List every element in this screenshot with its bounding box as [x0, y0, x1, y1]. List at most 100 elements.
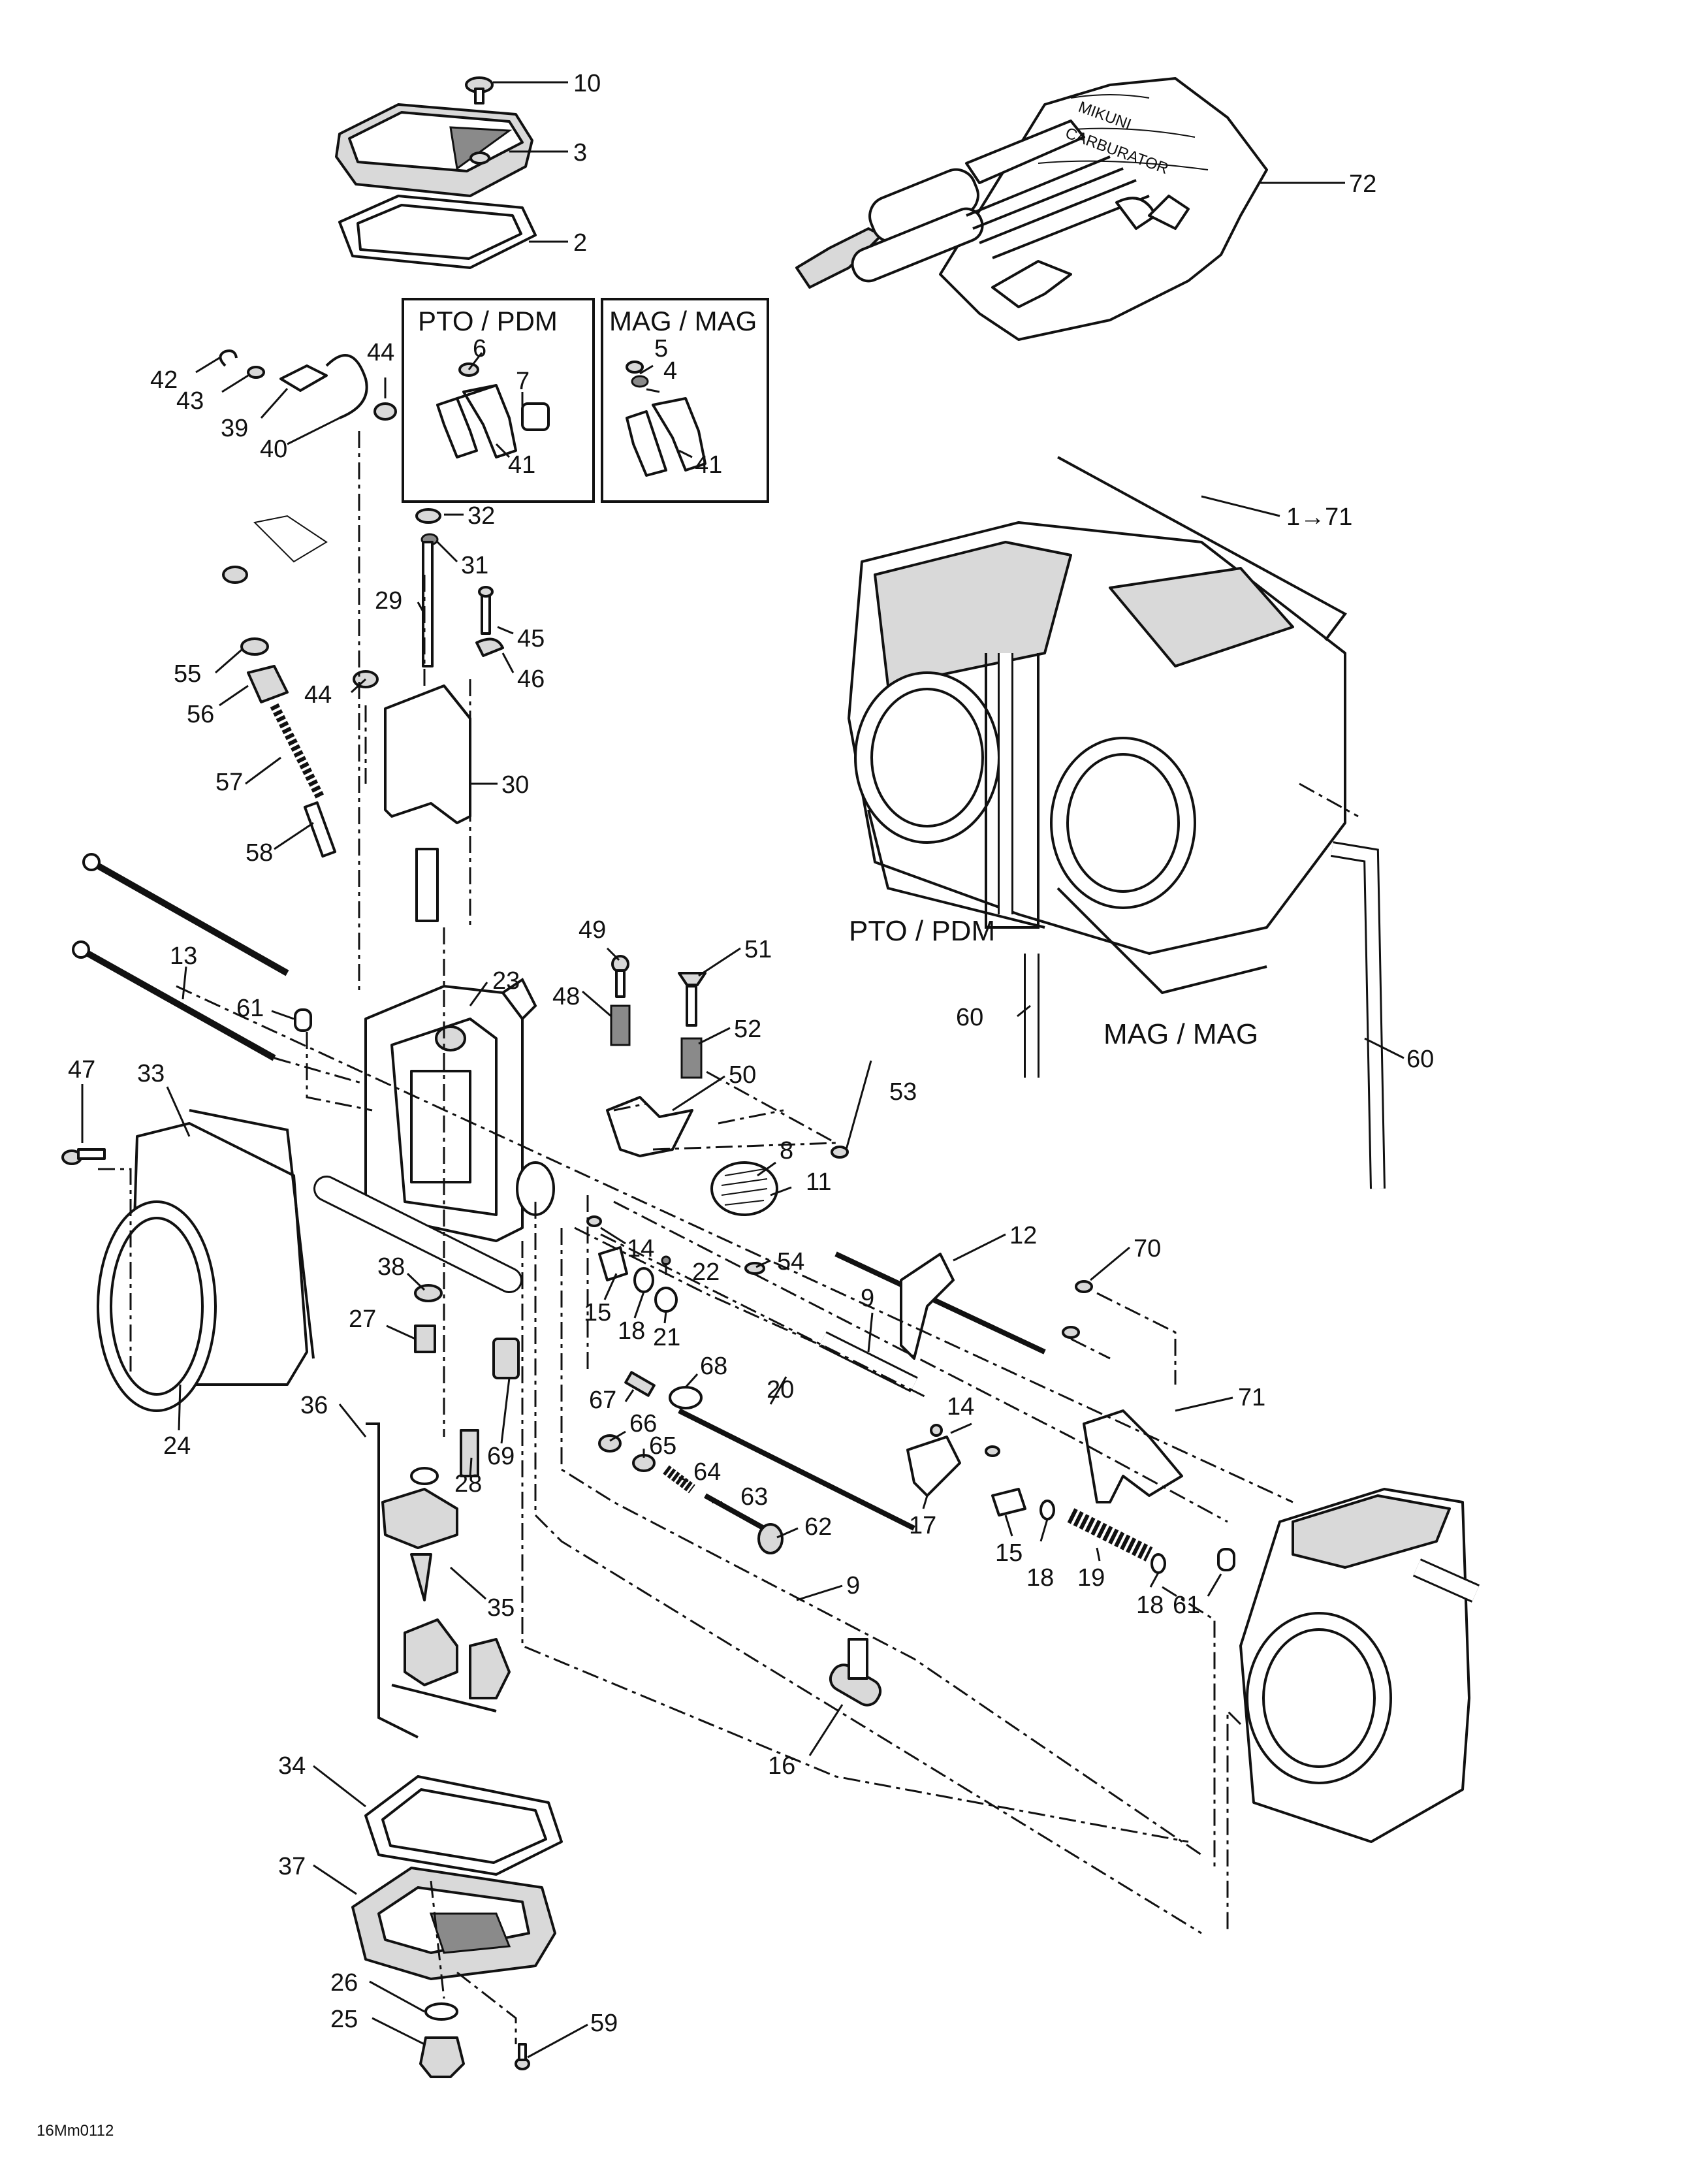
part-throttle-valve-column [384, 508, 504, 922]
callout-67: 67 [589, 1387, 616, 1414]
callout-16: 16 [768, 1752, 795, 1780]
part-spring-8-11 [710, 1161, 778, 1216]
part-starter-plunger [222, 515, 337, 858]
callout-7: 7 [516, 368, 530, 395]
callout-18-mid: 18 [1026, 1564, 1054, 1592]
callout-41-mag: 41 [695, 451, 722, 479]
callout-44-top: 44 [367, 339, 394, 366]
part-jets [414, 1284, 520, 1477]
callout-45: 45 [517, 625, 545, 652]
callout-44-mid: 44 [304, 681, 332, 709]
callout-33: 33 [137, 1060, 165, 1087]
callout-14-top: 14 [627, 1235, 654, 1262]
callout-22: 22 [692, 1259, 720, 1286]
callout-15-bottom: 15 [995, 1539, 1023, 1567]
assembly-pto-label: PTO / PDM [849, 915, 995, 947]
mag-box-frame [601, 298, 769, 503]
callout-9-top: 9 [861, 1285, 874, 1312]
callout-15-top: 15 [584, 1299, 611, 1326]
part-gasket-2 [338, 195, 537, 269]
callout-56: 56 [187, 701, 214, 728]
callout-60-left: 60 [956, 1004, 983, 1031]
callout-69: 69 [487, 1443, 515, 1470]
callout-70: 70 [1134, 1235, 1161, 1262]
part-gasket-34 [364, 1775, 563, 1876]
callout-62: 62 [804, 1513, 832, 1541]
callout-18-right: 18 [1136, 1592, 1164, 1619]
callout-58: 58 [246, 839, 273, 867]
part-float-bowl-37 [351, 1867, 556, 1980]
callout-31: 31 [461, 552, 488, 579]
callout-47: 47 [68, 1056, 95, 1084]
callout-26: 26 [330, 1969, 358, 1997]
part-pilot-screw [598, 1371, 784, 1554]
callout-57: 57 [215, 769, 243, 796]
part-cap-61-right [1217, 1548, 1235, 1571]
callout-37: 37 [278, 1853, 306, 1880]
part-linkage-small [219, 349, 397, 688]
callout-61-left: 61 [236, 995, 264, 1022]
callout-42: 42 [150, 366, 178, 394]
callout-11: 11 [806, 1168, 831, 1196]
callout-61-right: 61 [1173, 1592, 1200, 1619]
callout-49: 49 [579, 916, 606, 944]
mag-box-title: MAG / MAG [609, 306, 757, 336]
part-throttle-stop [606, 955, 849, 1159]
callout-71: 71 [1238, 1384, 1265, 1411]
pto-box-title: PTO / PDM [418, 306, 558, 336]
callout-35: 35 [487, 1594, 515, 1622]
part-drain-plug [419, 2002, 465, 2078]
callout-51: 51 [744, 936, 772, 963]
part-throttle-shaft [678, 1251, 1183, 1531]
callout-4: 4 [663, 357, 677, 385]
callout-32: 32 [468, 502, 495, 530]
part-cover-3 [335, 103, 533, 197]
leader-lines [81, 81, 1404, 2059]
part-mid-small [586, 1215, 765, 1313]
callout-38: 38 [377, 1253, 405, 1281]
part-second-carburetor [1239, 1488, 1480, 1843]
callout-46: 46 [517, 666, 545, 693]
part-bracket-mag-41 [626, 361, 706, 477]
callouts: 10 3 2 72 6 7 41 5 4 41 44 42 43 39 40 3… [68, 70, 1434, 2037]
callout-48: 48 [552, 983, 580, 1010]
callout-2: 2 [573, 229, 587, 257]
part-assembled-carburetors [848, 521, 1386, 1189]
part-cap-61 [294, 1008, 312, 1032]
callout-64: 64 [693, 1458, 721, 1486]
callout-27: 27 [349, 1306, 376, 1333]
callout-63: 63 [740, 1483, 768, 1511]
callout-43: 43 [176, 387, 204, 415]
callout-52: 52 [734, 1016, 761, 1043]
part-tool-kit-72: MIKUNI CARBURATOR [795, 77, 1268, 341]
callout-68: 68 [700, 1353, 727, 1380]
callout-1-71: 1→71 [1286, 504, 1352, 531]
part-intake-flange-33 [97, 1109, 315, 1412]
part-bolts-13 [72, 853, 289, 1061]
part-carburetor-body-23 [313, 978, 555, 1293]
pto-box-frame [402, 298, 595, 503]
callout-19: 19 [1077, 1564, 1105, 1592]
part-float-assembly [366, 1422, 511, 1739]
assembly-range-bracket [1057, 456, 1347, 641]
callout-10: 10 [573, 70, 601, 97]
callout-13: 13 [170, 942, 197, 970]
callout-34: 34 [278, 1752, 306, 1780]
callout-30: 30 [501, 771, 529, 799]
callout-54: 54 [777, 1248, 804, 1276]
callout-24: 24 [163, 1432, 191, 1460]
callout-21: 21 [653, 1324, 680, 1351]
callout-29: 29 [375, 587, 402, 615]
callout-20: 20 [767, 1376, 794, 1404]
callout-55: 55 [174, 660, 201, 688]
callout-8: 8 [780, 1137, 793, 1164]
callout-25: 25 [330, 2006, 358, 2033]
callout-17: 17 [909, 1512, 936, 1539]
callout-41-pto: 41 [508, 451, 535, 479]
callout-6: 6 [473, 335, 486, 362]
part-fitting-16 [829, 1638, 882, 1707]
callout-12: 12 [1009, 1222, 1037, 1249]
callout-60-right: 60 [1406, 1046, 1434, 1073]
callout-36: 36 [300, 1392, 328, 1419]
